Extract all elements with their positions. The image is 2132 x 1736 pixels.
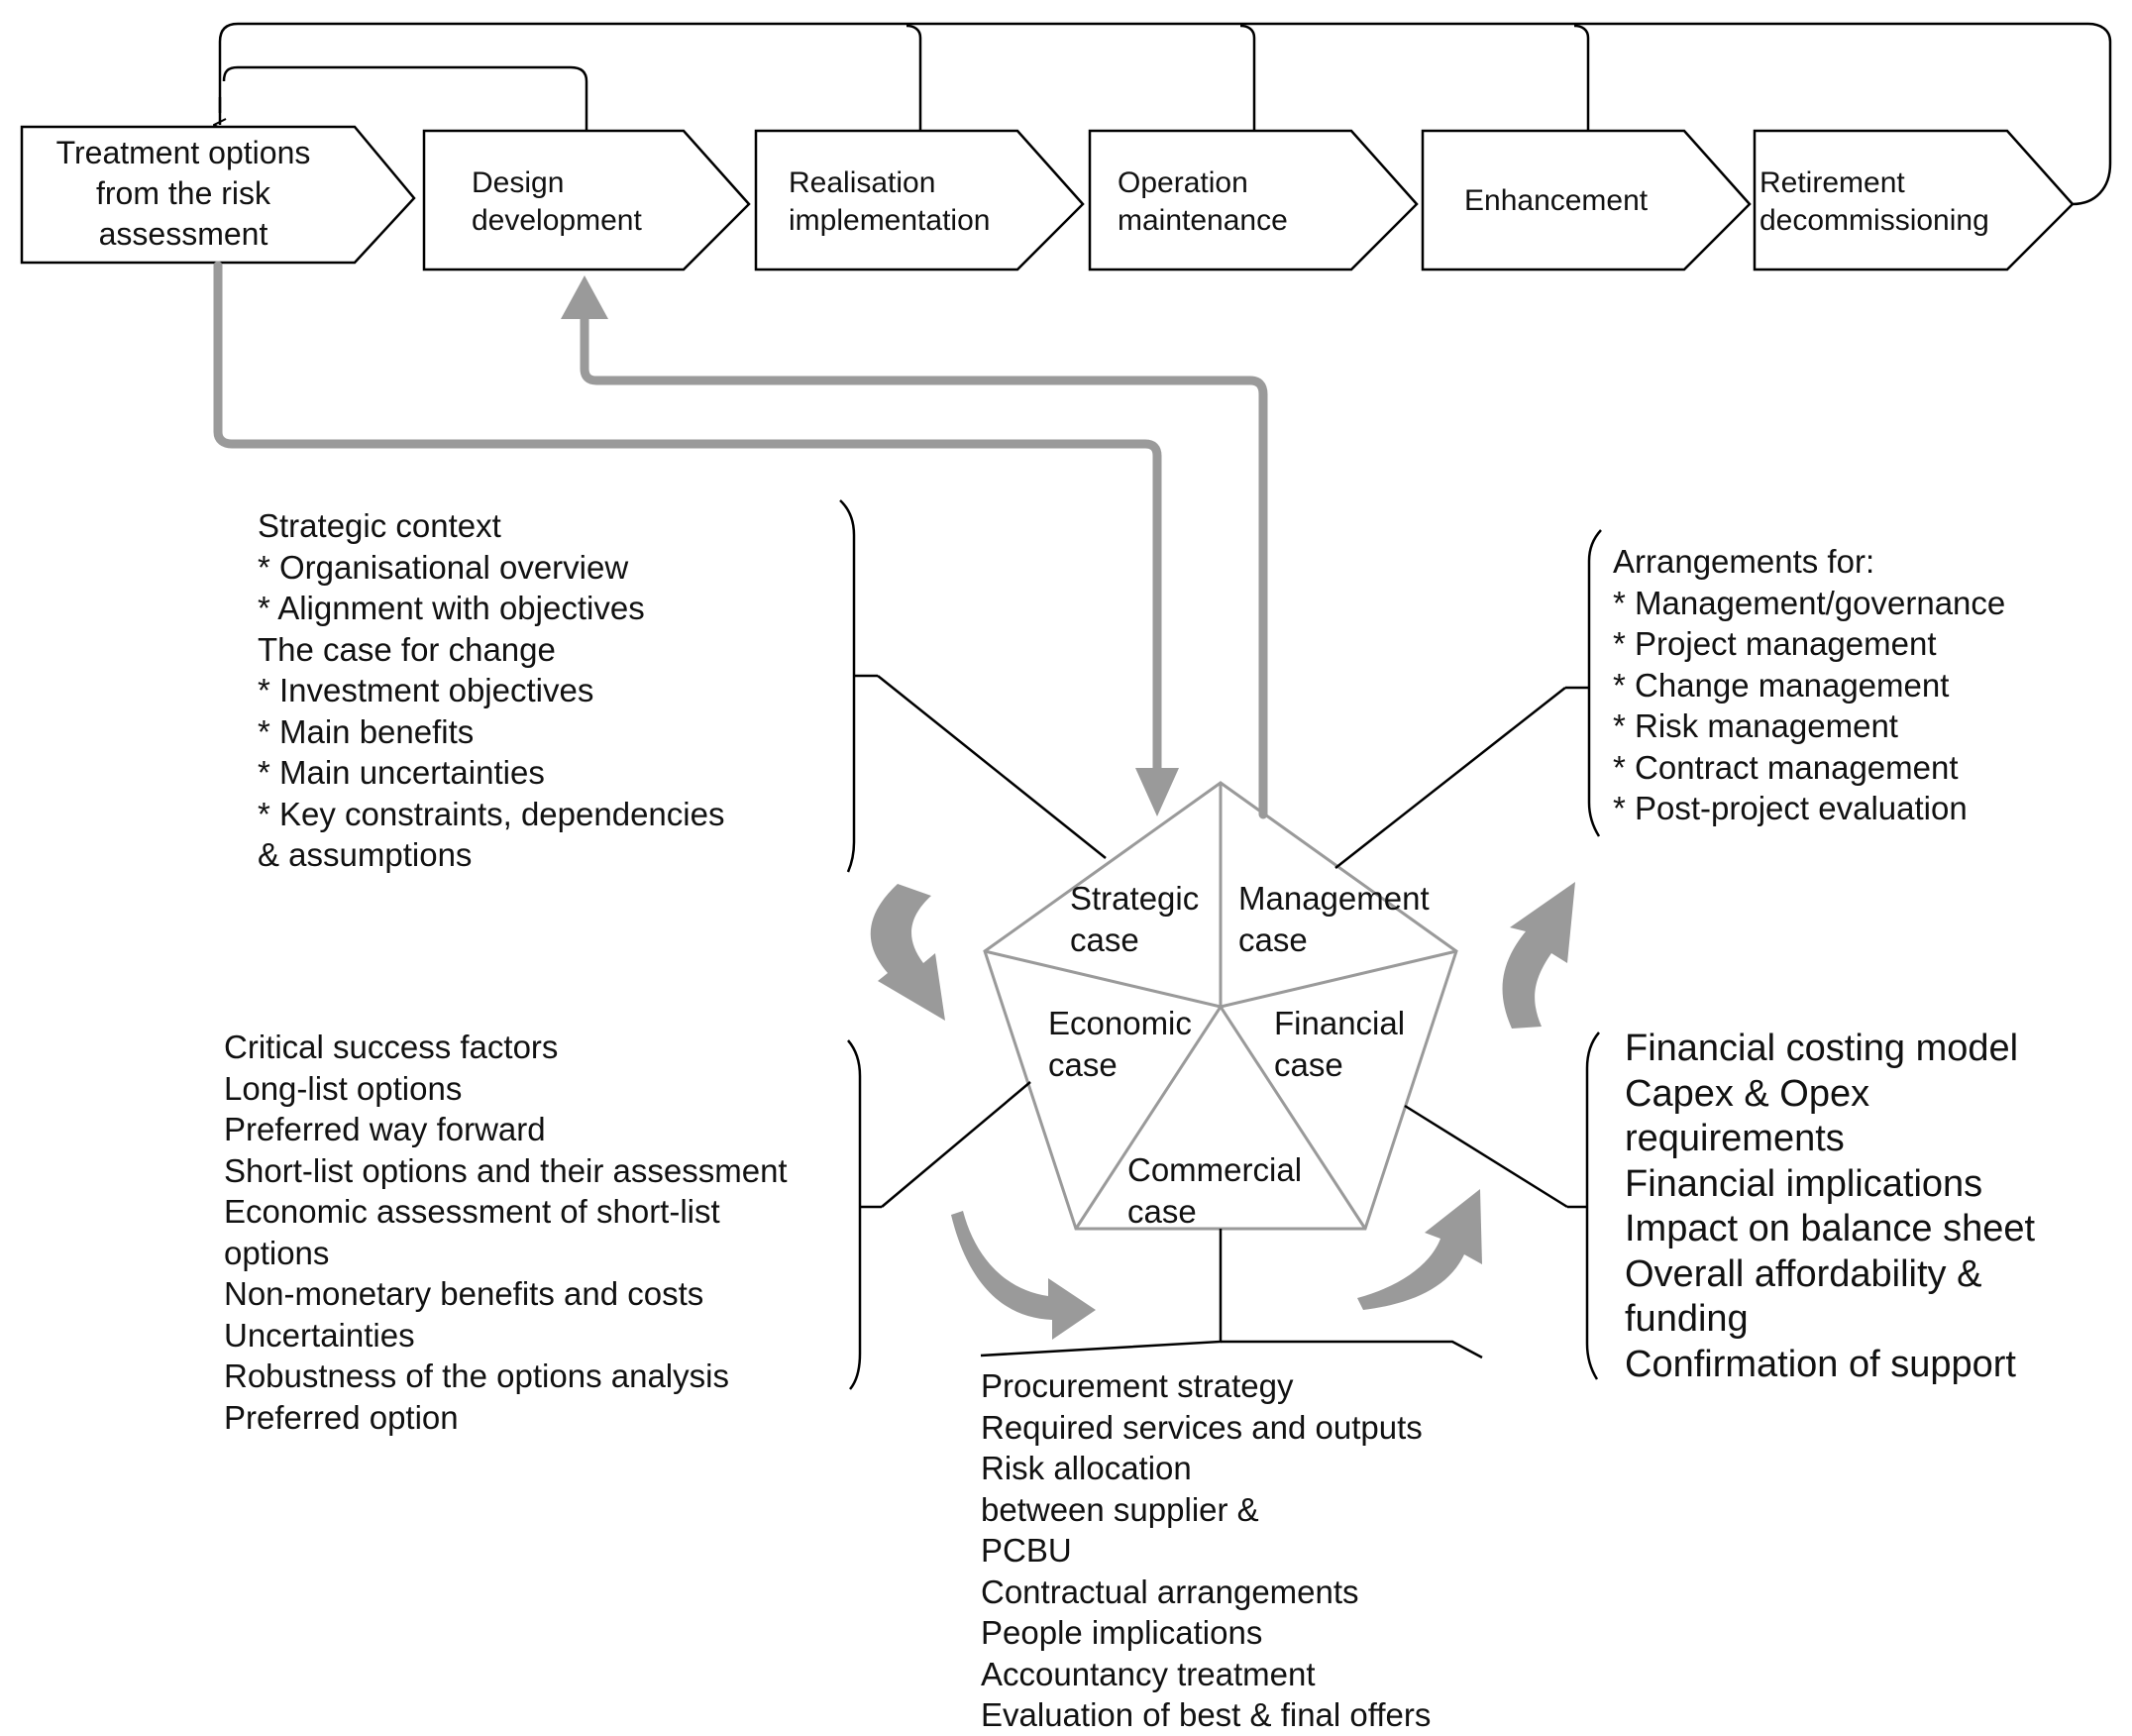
list-item: * Contract management xyxy=(1613,748,1959,786)
list-item: Risk allocation between supplier & PCBU xyxy=(981,1450,1259,1569)
strategic-case-list: Strategic context * Organisational overv… xyxy=(258,505,724,876)
strategic-bracket-connector xyxy=(877,675,1107,859)
strategic-arrow-head xyxy=(1135,768,1179,816)
stage-operation-label: Operation maintenance xyxy=(1118,166,1288,237)
list-item: Evaluation of best & final offers xyxy=(981,1696,1432,1733)
stage-realisation-label: Realisation implementation xyxy=(789,166,991,237)
list-item: * Main uncertainties xyxy=(258,754,545,791)
list-item: Preferred option xyxy=(224,1398,459,1436)
list-item: Economic assessment of short-list option… xyxy=(224,1193,720,1271)
gray-connectors xyxy=(213,261,1268,819)
list-item: * Project management xyxy=(1613,625,1937,662)
financial-bracket xyxy=(1585,1031,1600,1380)
stage-shape-operation xyxy=(1088,129,1419,271)
list-item: * Organisational overview xyxy=(258,548,629,586)
stage-retirement-label: Retirement decommissioning xyxy=(1759,166,1989,237)
treatment-to-strategic-connector xyxy=(213,261,1162,808)
list-item: & assumptions xyxy=(258,836,473,873)
economic-case-list: Critical success factors Long-list optio… xyxy=(224,1027,818,1438)
cycle-arrow-right-top xyxy=(1502,882,1575,1029)
list-item: * Management/governance xyxy=(1613,584,2006,621)
list-item: * Post-project evaluation xyxy=(1613,790,1968,826)
commercial-bracket-right xyxy=(1221,1340,1483,1359)
cycle-arrow-left-bottom xyxy=(951,1211,1096,1340)
retirement-loop-line xyxy=(218,22,2112,206)
stage-treatment-label: Treatment options from the risk assessme… xyxy=(55,135,311,252)
list-item: The case for change xyxy=(258,630,556,668)
list-item: * Risk management xyxy=(1613,707,1898,744)
strategic-case-label: Strategic case xyxy=(1070,880,1200,958)
stage-shapes xyxy=(20,125,2075,271)
list-item: Impact on balance sheet xyxy=(1625,1208,2036,1249)
list-item: Capex & Opex requirements xyxy=(1625,1072,1870,1160)
brackets xyxy=(839,499,1602,1390)
stage-shape-design xyxy=(422,129,751,271)
economic-bracket-connector xyxy=(881,1081,1031,1208)
list-item: * Alignment with objectives xyxy=(258,590,645,626)
stage-shape-enhancement xyxy=(1421,129,1752,271)
list-item: Overall affordability & funding xyxy=(1625,1252,1982,1341)
list-item: Financial implications xyxy=(1625,1162,1983,1205)
financial-case-label: Financial case xyxy=(1274,1005,1406,1083)
list-item: Critical success factors xyxy=(224,1029,559,1065)
realisation-loop-line xyxy=(906,24,922,131)
stage-shape-realisation xyxy=(754,129,1085,271)
list-item: Confirmation of support xyxy=(1625,1343,2016,1385)
list-item: Uncertainties xyxy=(224,1316,415,1354)
economic-case-label: Economic case xyxy=(1048,1005,1192,1083)
list-item: Required services and outputs xyxy=(981,1408,1423,1446)
stage-design-label: Design development xyxy=(472,166,642,237)
financial-case-list: Financial costing model Capex & Opex req… xyxy=(1625,1027,2061,1387)
list-item: People implications xyxy=(981,1614,1263,1651)
stage-shape-retirement xyxy=(1753,129,2075,271)
management-bracket xyxy=(1587,529,1602,837)
list-item: Short-list options and their assessment xyxy=(224,1151,788,1189)
list-item: * Investment objectives xyxy=(258,672,594,708)
stage-enhancement-label: Enhancement xyxy=(1464,184,1649,217)
financial-bracket-connector xyxy=(1404,1104,1568,1209)
commercial-case-label: Commercial case xyxy=(1127,1151,1303,1230)
list-item: Accountancy treatment xyxy=(981,1655,1316,1692)
feedback-loop-lines xyxy=(218,22,2112,206)
cycle-arrows xyxy=(870,882,1575,1340)
management-case-list: Arrangements for: * Management/governanc… xyxy=(1613,541,2005,829)
list-item: * Change management xyxy=(1613,666,1950,704)
list-item: * Key constraints, dependencies xyxy=(258,795,725,832)
operation-loop-line xyxy=(1239,24,1256,131)
list-item: Financial costing model xyxy=(1625,1028,2019,1069)
list-item: Arrangements for: xyxy=(1613,543,1875,580)
list-item: Procurement strategy xyxy=(981,1367,1294,1404)
list-item: Preferred way forward xyxy=(224,1111,546,1147)
list-item: Robustness of the options analysis xyxy=(224,1357,729,1394)
list-item: Non-monetary benefits and costs xyxy=(224,1275,704,1312)
list-item: Contractual arrangements xyxy=(981,1573,1359,1610)
design-loop-line xyxy=(222,65,588,131)
enhancement-loop-line xyxy=(1573,24,1590,131)
management-to-design-connector xyxy=(580,298,1268,819)
management-case-label: Management case xyxy=(1238,880,1430,958)
design-arrow-head xyxy=(561,275,608,319)
list-item: * Main benefits xyxy=(258,712,475,750)
list-item: Strategic context xyxy=(258,507,501,544)
list-item: Long-list options xyxy=(224,1069,463,1107)
stage-shape-treatment xyxy=(20,125,416,265)
economic-bracket xyxy=(847,1039,862,1390)
cycle-arrow-right-bottom xyxy=(1357,1189,1482,1310)
management-bracket-connector xyxy=(1334,687,1566,869)
cycle-arrow-left-top xyxy=(870,884,945,1021)
commercial-case-list: Procurement strategy Required services a… xyxy=(981,1365,1496,1736)
strategic-bracket xyxy=(839,499,856,873)
